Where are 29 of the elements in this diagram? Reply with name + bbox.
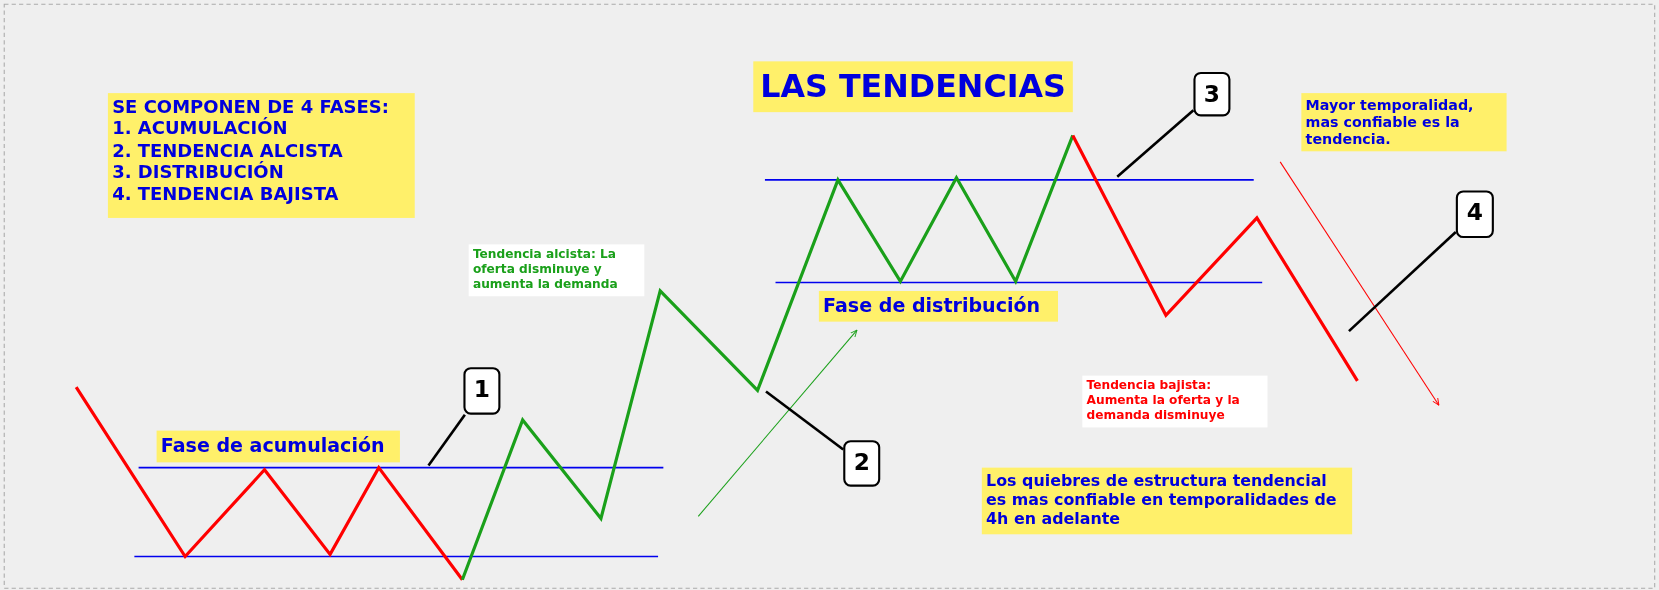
callout-box [1455,190,1494,239]
note-text: Tendencia bajista: Aumenta la oferta y la demanda disminuye [1086,378,1241,423]
note-text: Los quiebres de estructura tendencial es mas confiable en temporalidades de 4h en adelante [986,470,1338,528]
note-text: 2. TENDENCIA ALCISTA [112,139,344,161]
callout-number: 4 [1465,198,1484,227]
note-text: SE COMPONEN DE 4 FASES: [112,96,390,118]
callout-box [843,440,881,487]
phases-note-box [107,93,415,218]
note-text: Tendencia alcista: La oferta disminuye y aumenta la demanda [472,247,619,292]
callout-box [463,367,501,415]
leader-line [1348,230,1457,333]
note-box [1301,93,1507,151]
callout-number: 2 [852,448,871,477]
leader-line [427,413,466,467]
leader-line [765,390,845,451]
phase-label-box [818,290,1058,322]
note-text: 4. TENDENCIA BAJISTA [112,182,340,205]
callout-number: 1 [472,375,491,404]
note-text: Fase de distribución [823,294,1042,317]
note-text: 1. ACUMULACIÓN [112,117,289,140]
note-box [981,467,1353,535]
callout-box [1193,71,1231,117]
note-text: Fase de acumulación [160,433,386,457]
leader-line [1116,109,1195,178]
note-text: Mayor temporalidad, mas confiable es la tendencia. [1305,96,1475,148]
note-text: 3. DISTRIBUCIÓN [112,161,285,183]
callout-number: 3 [1202,80,1222,109]
title-banner: LAS TENDENCIAS [753,61,1073,113]
phase-label-box [156,430,400,463]
